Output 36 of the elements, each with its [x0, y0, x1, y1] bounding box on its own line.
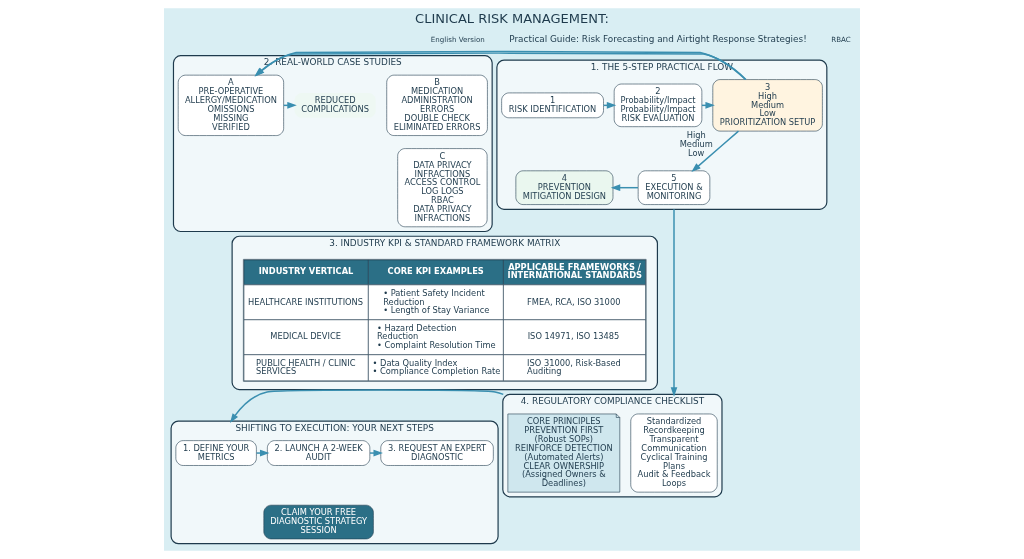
node-box: 1 RISK IDENTIFICATION [501, 92, 604, 119]
node-box: REDUCED COMPLICATIONS [294, 92, 376, 118]
arrow [229, 389, 504, 423]
label: Practical Guide: Risk Forecasting and Airtight Response Strategies! [509, 34, 807, 45]
node-box: CLAIM YOUR FREE DIAGNOSTIC STRATEGY SESSION [263, 504, 374, 540]
node-box: Standardized Recordkeeping Transparent Communication Cyclical Training Plans Audit & Feedback Loops [630, 413, 718, 493]
node-box: 2. LAUNCH A 2-WEEK AUDIT [267, 440, 371, 466]
arrow [670, 208, 678, 397]
label: MEDICAL DEVICE [270, 331, 341, 342]
node-label: High [686, 129, 706, 140]
node-box: 2 Probability/Impact Probability/Impact RISK EVALUATION [613, 83, 703, 127]
label: ISO 31000, Risk-Based Auditing [527, 357, 621, 377]
node-label: Low [688, 147, 705, 158]
label: CORE KPI EXAMPLES [387, 265, 484, 276]
label: PUBLIC HEALTH / CLINIC SERVICES [256, 357, 356, 377]
label: FMEA, RCA, ISO 31000 [527, 296, 621, 307]
arrow [369, 449, 383, 457]
arrow [610, 184, 639, 191]
arrow [255, 449, 270, 457]
label: INDUSTRY VERTICAL [258, 265, 354, 276]
label: • Data Quality Index • Compliance Completion Rate [372, 357, 501, 377]
node-box: 3 High Medium Low PRIORITIZATION SETUP [712, 79, 823, 132]
diagram-title: CLINICAL RISK MANAGEMENT: [415, 11, 609, 27]
node-box: 1. DEFINE YOUR METRICS [175, 440, 257, 466]
label: HEALTHCARE INSTITUTIONS [248, 296, 364, 307]
node-box: C DATA PRIVACY INFRACTIONS ACCESS CONTROL LOG LOGS RBAC DATA PRIVACY INFRACTIONS [397, 148, 488, 228]
node-box: B MEDICATION ADMINISTRATION ERRORS DOUBLE CHECK ELIMINATED ERRORS [386, 74, 488, 136]
node-box: 3. REQUEST AN EXPERT DIAGNOSTIC [380, 440, 494, 466]
label: ISO 14971, ISO 13485 [527, 331, 620, 342]
arrow [691, 130, 740, 173]
label: • Patient Safety Incident Reduction • Length of Stay Variance [383, 287, 490, 316]
node-box: A PRE-OPERATIVE ALLERGY/MEDICATION OMISSIONS MISSING VERIFIED [177, 74, 284, 136]
node-box: 4 PREVENTION MITIGATION DESIGN [515, 170, 614, 205]
label: APPLICABLE FRAMEWORKS / INTERNATIONAL STANDARDS [507, 262, 643, 281]
label: • Hazard Detection Reduction • Complaint Resolution Time [376, 322, 496, 351]
node-box: 5 EXECUTION & MONITORING [637, 170, 711, 205]
